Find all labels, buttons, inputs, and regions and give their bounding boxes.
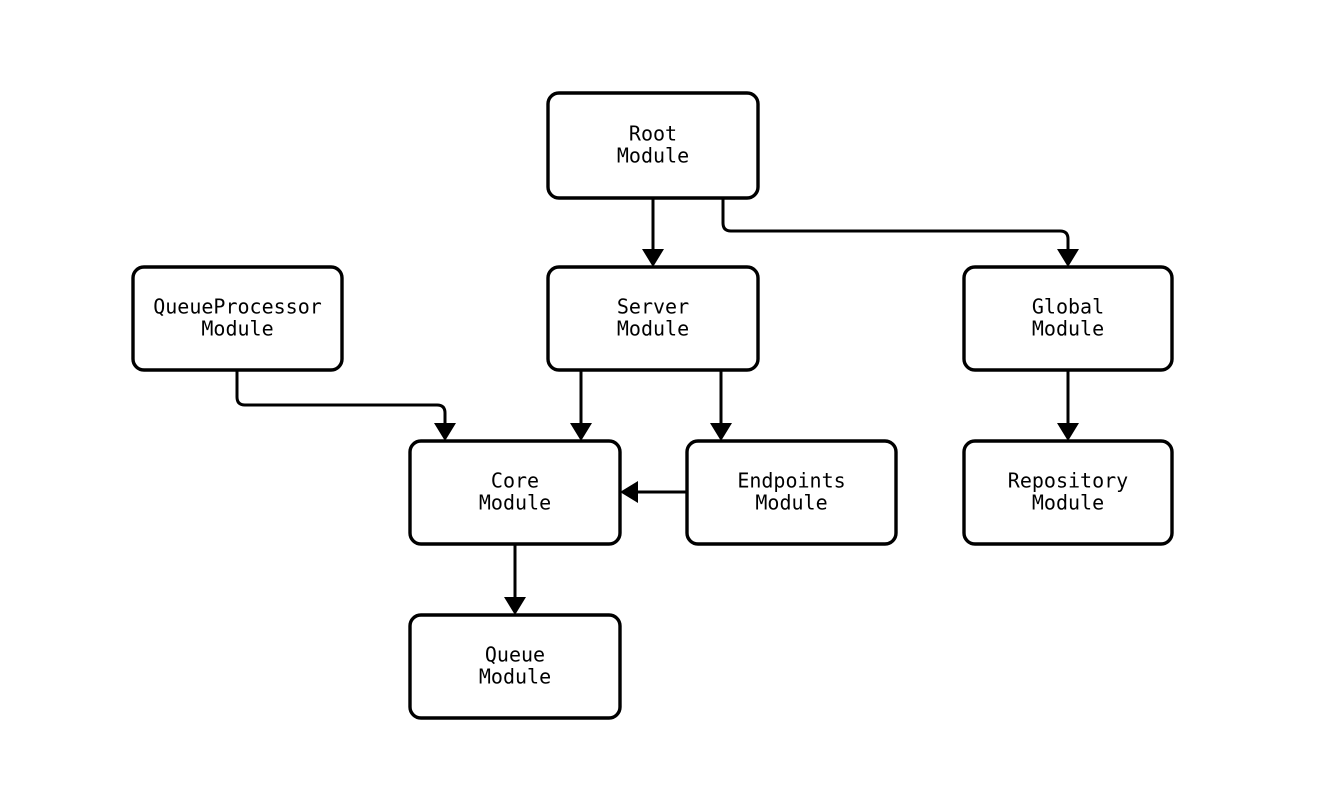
edge-root-to-global bbox=[721, 198, 1079, 267]
edge-server-to-endpoints-arrowhead bbox=[710, 423, 732, 441]
edge-root-to-global-arrowhead bbox=[1057, 249, 1079, 267]
edge-queueprocessor-to-core bbox=[235, 370, 456, 441]
edge-endpoints-to-core-arrowhead bbox=[620, 481, 638, 503]
edge-root-to-server bbox=[642, 198, 664, 267]
global-module-node-box[interactable] bbox=[962, 265, 1174, 372]
root-module-node-box[interactable] bbox=[546, 91, 760, 200]
edge-root-to-server-arrowhead bbox=[642, 249, 664, 267]
edge-server-to-core bbox=[570, 370, 592, 441]
endpoints-module-node-box[interactable] bbox=[685, 439, 898, 546]
queue-module-node-box[interactable] bbox=[408, 613, 622, 720]
queueprocessor-module-node-box[interactable] bbox=[131, 265, 344, 372]
server-module-node-box[interactable] bbox=[546, 265, 760, 372]
edge-queueprocessor-to-core-arrowhead bbox=[434, 423, 456, 441]
edge-endpoints-to-core bbox=[620, 481, 687, 503]
edge-root-to-global-line bbox=[721, 198, 1070, 255]
core-module-node-box[interactable] bbox=[408, 439, 622, 546]
edge-core-to-queue-arrowhead bbox=[504, 597, 526, 615]
edge-global-to-repository-arrowhead bbox=[1057, 423, 1079, 441]
edge-server-to-endpoints bbox=[710, 370, 732, 441]
edges-layer bbox=[235, 198, 1079, 615]
edge-core-to-queue bbox=[504, 544, 526, 615]
repository-module-node-box[interactable] bbox=[962, 439, 1174, 546]
edge-global-to-repository bbox=[1057, 370, 1079, 441]
edge-server-to-core-arrowhead bbox=[570, 423, 592, 441]
edge-queueprocessor-to-core-line bbox=[235, 370, 447, 429]
